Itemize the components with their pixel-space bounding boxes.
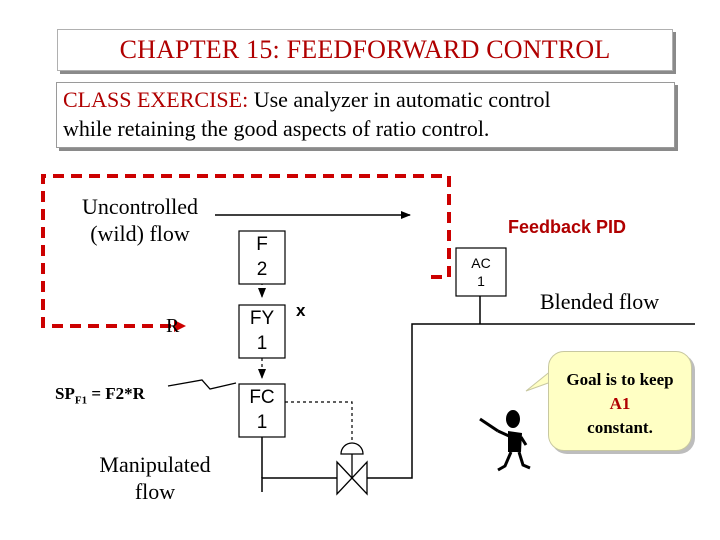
- setpoint-label: SPF1 = F2*R: [55, 380, 145, 414]
- fc1-tag-letter: FC: [249, 387, 275, 408]
- fc1-to-valve-signal: [285, 401, 353, 440]
- ac1-tag-number: 1: [477, 273, 485, 289]
- setpoint-signal: [167, 379, 237, 390]
- blended-flow-label: Blended flow: [540, 289, 660, 314]
- exercise-line-1: CLASS EXERCISE: Use analyzer in automati…: [63, 87, 551, 113]
- wild-flow-label: Uncontrolled (wild) flow: [70, 193, 210, 247]
- ac1-tag: AC 1: [456, 254, 506, 290]
- manipulated-flow-label: Manipulated flow: [88, 451, 222, 505]
- multiply-symbol: x: [296, 301, 306, 320]
- f2-tag-number: 2: [256, 259, 268, 280]
- f2-bubble: [238, 230, 286, 285]
- f2-tag-letter: F: [256, 234, 268, 255]
- setpoint-equation: = F2*R: [87, 384, 145, 403]
- fc1-tag-number: 1: [256, 412, 268, 433]
- manipulated-flow-line: [261, 323, 695, 492]
- fy1-tag: FY 1: [239, 306, 285, 356]
- exercise-box: CLASS EXERCISE: Use analyzer in automati…: [56, 82, 675, 148]
- ac1-tag-letter: AC: [471, 255, 491, 271]
- f2-tag: F 2: [239, 232, 285, 282]
- fy1-tag-number: 1: [256, 333, 268, 354]
- feedback-signal-arrow: [174, 320, 186, 332]
- title-box: CHAPTER 15: FEEDFORWARD CONTROL: [57, 29, 673, 71]
- fy1-bubble: [238, 304, 286, 359]
- page-title: CHAPTER 15: FEEDFORWARD CONTROL: [119, 35, 611, 64]
- wild-flow-label-line-2: (wild) flow: [90, 221, 190, 246]
- exercise-line-2: while retaining the good aspects of rati…: [63, 116, 490, 141]
- fc1-bubble: [238, 383, 286, 438]
- wild-flow-label-line-1: Uncontrolled: [81, 194, 199, 219]
- manipulated-flow-label-line-2: flow: [134, 479, 176, 504]
- feedback-pid-label: Feedback PID: [508, 217, 627, 237]
- setpoint-sp: SP: [55, 384, 75, 403]
- exercise-line-1-text: Use analyzer in automatic control: [248, 87, 551, 112]
- fy1-tag-letter: FY: [249, 308, 275, 329]
- control-valve: [336, 442, 368, 496]
- callout-line-1: Goal is to keep: [566, 370, 674, 389]
- ac1-bubble: [455, 247, 507, 297]
- manipulated-flow-label-line-1: Manipulated: [99, 452, 211, 477]
- goal-callout: Goal is to keep A1 constant.: [548, 351, 692, 451]
- fc1-tag: FC 1: [239, 385, 285, 435]
- setpoint-subscript: F1: [74, 394, 88, 407]
- ratio-label: R: [166, 315, 180, 337]
- pointing-figure-icon: [479, 410, 531, 472]
- exercise-lead: CLASS EXERCISE:: [63, 87, 249, 112]
- callout-line-2: A1: [609, 394, 631, 413]
- callout-line-3: constant.: [587, 418, 653, 437]
